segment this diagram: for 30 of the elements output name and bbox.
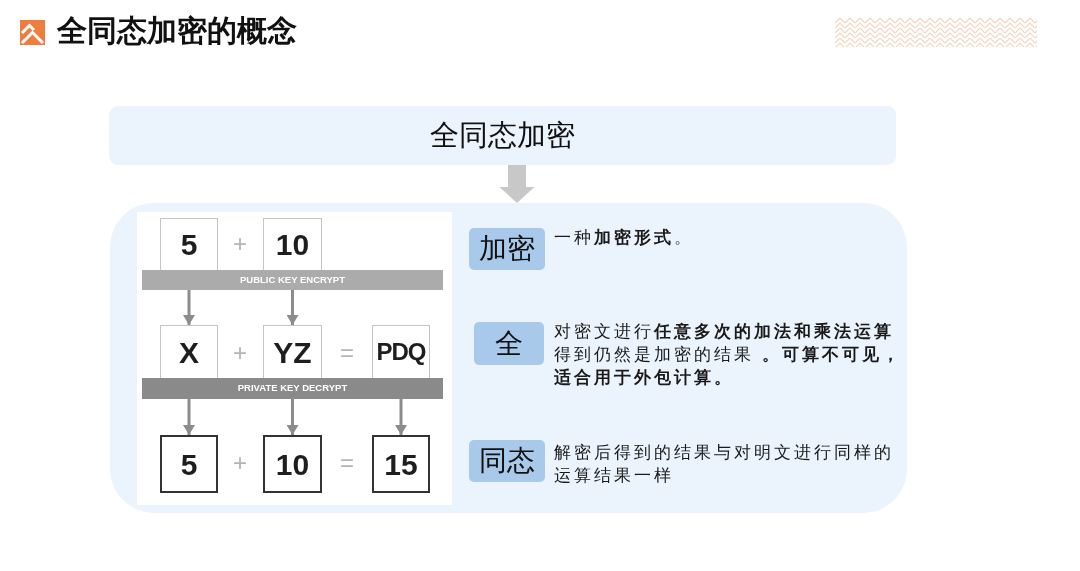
arrow bbox=[286, 290, 299, 325]
description-text: 一种加密形式。 bbox=[554, 227, 695, 249]
concept-banner: 全同态加密 bbox=[109, 106, 896, 165]
description-text: 解密后得到的结果与对明文进行同样的运算结果一样 bbox=[554, 442, 895, 487]
block-arrow bbox=[499, 165, 535, 203]
key-bar: PUBLIC KEY ENCRYPT bbox=[142, 270, 443, 290]
description-text: 对密文进行任意多次的加法和乘法运算得到仍然是加密的结果 。可算不可见，适合用于外包计算。 bbox=[554, 321, 903, 389]
value-tile: 15 bbox=[372, 435, 430, 493]
value-tile: 10 bbox=[263, 218, 322, 270]
term-tag: 全 bbox=[474, 322, 544, 365]
value-tile: 5 bbox=[160, 435, 218, 493]
operator-sign: = bbox=[340, 341, 354, 365]
value-tile: YZ bbox=[263, 325, 322, 378]
value-tile: PDQ bbox=[372, 325, 430, 378]
arrow bbox=[286, 399, 299, 435]
page-title: 全同态加密的概念 bbox=[57, 13, 297, 49]
arrow bbox=[395, 399, 407, 435]
value-tile: X bbox=[160, 325, 218, 378]
operator-sign: + bbox=[233, 232, 247, 256]
key-bar: PRIVATE KEY DECRYPT bbox=[142, 378, 443, 399]
value-tile: 5 bbox=[160, 218, 218, 270]
arrow bbox=[183, 290, 195, 325]
operator-sign: = bbox=[340, 451, 354, 475]
value-tile: 10 bbox=[263, 435, 322, 493]
term-tag: 同态 bbox=[469, 440, 545, 482]
term-tag: 加密 bbox=[469, 228, 545, 270]
arrow bbox=[183, 399, 195, 435]
operator-sign: + bbox=[233, 341, 247, 365]
content-panel bbox=[110, 203, 907, 513]
operator-sign: + bbox=[233, 451, 247, 475]
